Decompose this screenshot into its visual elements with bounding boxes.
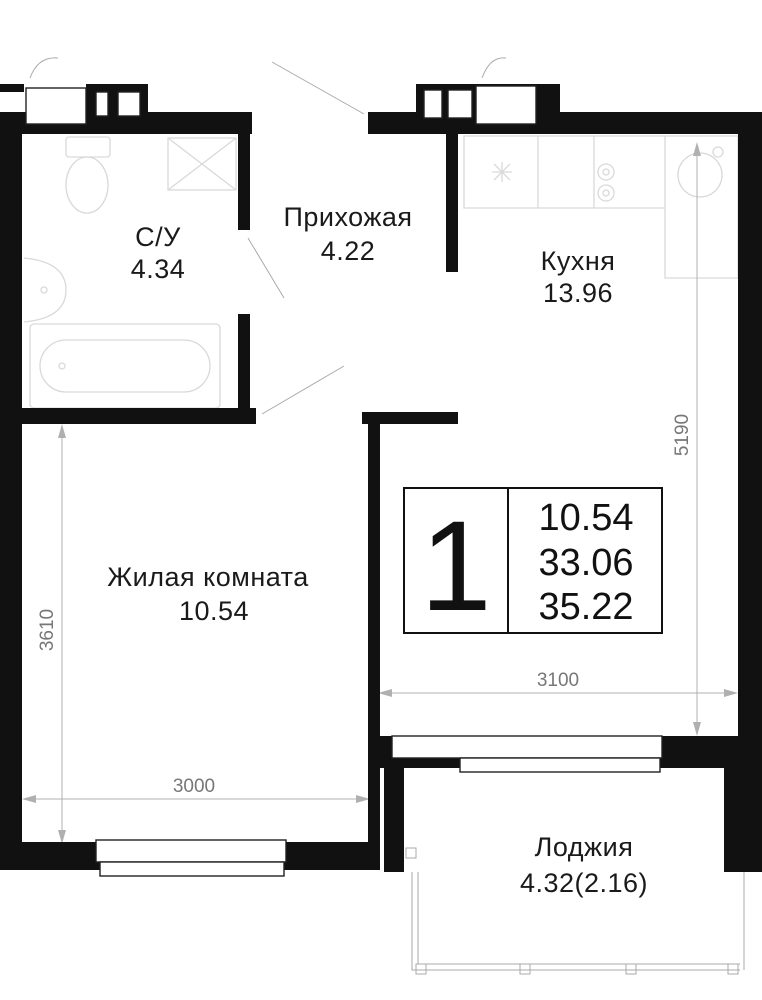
toilet-icon <box>65 136 111 214</box>
hallway-name: Прихожая <box>283 202 412 232</box>
shower-tray-icon <box>167 137 237 191</box>
kitchen-name: Кухня <box>541 246 616 276</box>
total-area-with-loggia-value: 35.22 <box>538 586 633 628</box>
bathroom-area: 4.34 <box>131 254 186 284</box>
loggia-area: 4.32(2.16) <box>520 868 648 898</box>
rooms-count: 1 <box>420 495 491 638</box>
dimension-lines <box>22 142 738 844</box>
stove-icon <box>597 163 615 202</box>
living-area-value: 10.54 <box>538 497 633 539</box>
summary-box: 1 10.54 33.06 35.22 <box>403 487 663 638</box>
loggia-railing <box>405 847 745 975</box>
living-length-label: 3610 <box>37 609 58 651</box>
total-area-value: 33.06 <box>538 542 633 584</box>
hallway-area: 4.22 <box>321 236 376 266</box>
walls <box>0 84 762 877</box>
living-room-area: 10.54 <box>179 596 249 626</box>
kitchen-area: 13.96 <box>543 278 613 308</box>
doors <box>29 57 541 757</box>
living-room-name: Жилая комната <box>107 562 309 592</box>
kitchen-width-label: 3100 <box>537 670 579 691</box>
living-width-label: 3000 <box>173 776 215 797</box>
kitchen-length-label: 5190 <box>672 414 693 456</box>
bathtub-icon <box>29 323 221 409</box>
loggia-name: Лоджия <box>535 832 634 862</box>
sink-icon <box>492 162 512 182</box>
bathroom-name: С/У <box>135 222 181 252</box>
bathroom-fixtures <box>23 136 237 409</box>
washbasin-icon <box>23 257 67 323</box>
